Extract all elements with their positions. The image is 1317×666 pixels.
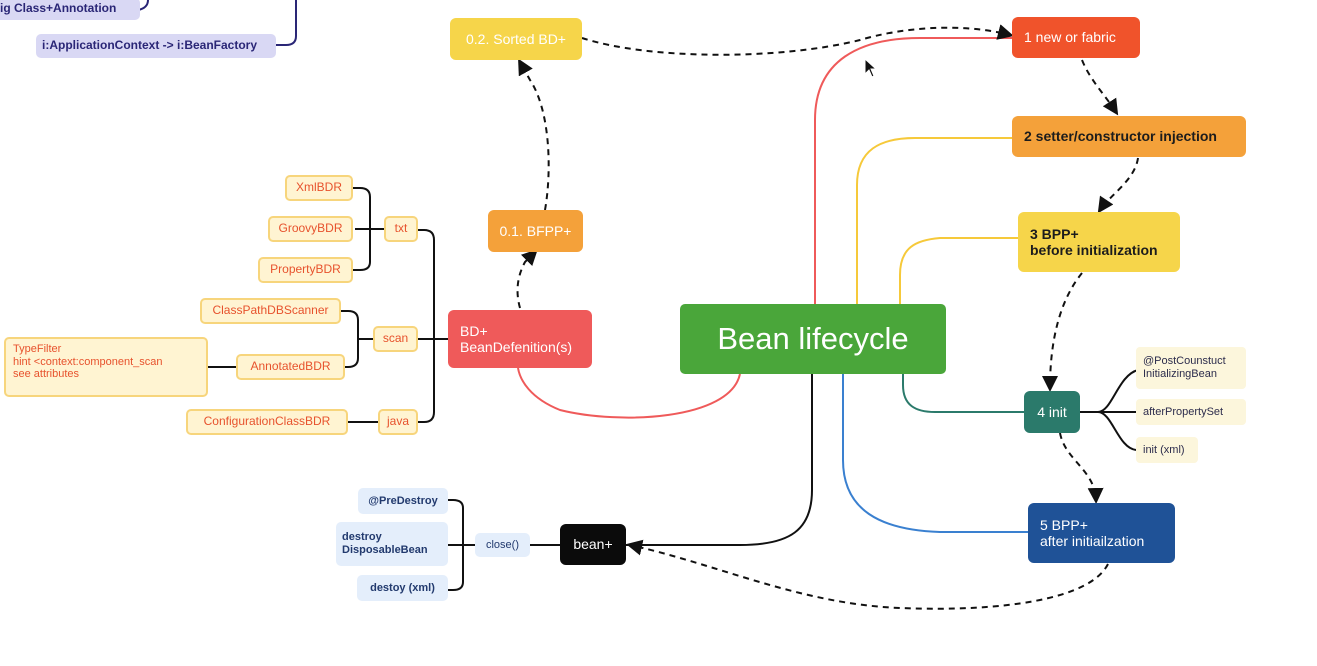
flow-s4-s5: [1059, 432, 1104, 504]
flow-s2-s3: [1097, 157, 1139, 214]
property-bdr-node[interactable]: PropertyBDR: [258, 257, 353, 283]
edge-center-s4: [902, 374, 1024, 413]
edge-center-s2: [856, 137, 1012, 304]
edge-center-s3: [899, 237, 1018, 304]
bracket-destroy: [448, 499, 560, 591]
step-5-bpp-after-node[interactable]: 5 BPP+ after initiailzation: [1028, 503, 1175, 563]
bracket-scan: [341, 310, 373, 368]
edge-center-s1: [814, 37, 1012, 304]
flow-s5-bean: [626, 539, 1109, 610]
init-xml-node[interactable]: init (xml): [1136, 437, 1198, 463]
flow-s3-s4: [1042, 272, 1083, 392]
flow-bd-bfpp: [516, 249, 538, 309]
destroy-xml-node[interactable]: destoy (xml): [357, 575, 448, 601]
configuration-class-bdr-node[interactable]: ConfigurationClassBDR: [186, 409, 348, 435]
post-construct-node[interactable]: @PostCounstuct InitializingBean: [1136, 347, 1246, 389]
close-node[interactable]: close(): [475, 533, 530, 557]
flow-s1-s2: [1081, 59, 1119, 116]
bean-definitions-node[interactable]: BD+ BeanDefenition(s): [448, 310, 592, 368]
application-context-node[interactable]: i:ApplicationContext -> i:BeanFactory: [36, 34, 276, 58]
mouse-cursor-icon: [864, 58, 878, 78]
xml-bdr-node[interactable]: XmlBDR: [285, 175, 353, 201]
classpath-scanner-node[interactable]: ClassPathDBScanner: [200, 298, 341, 324]
txt-node[interactable]: txt: [384, 216, 418, 242]
after-property-set-node[interactable]: afterPropertySet: [1136, 399, 1246, 425]
bracket-txt: [353, 187, 384, 271]
disposable-bean-node[interactable]: destroy DisposableBean: [336, 522, 448, 566]
edge-center-bd: [517, 367, 741, 419]
java-node[interactable]: java: [378, 409, 418, 435]
step-3-bpp-before-node[interactable]: 3 BPP+ before initialization: [1018, 212, 1180, 272]
annotated-bdr-node[interactable]: AnnotatedBDR: [236, 354, 345, 380]
class-annotation-node[interactable]: ig Class+Annotation: [0, 0, 140, 20]
bracket-init: [1080, 369, 1139, 451]
step-2-injection-node[interactable]: 2 setter/constructor injection: [1012, 116, 1246, 157]
scan-node[interactable]: scan: [373, 326, 418, 352]
sorted-bd-node[interactable]: 0.2. Sorted BD+: [450, 18, 582, 60]
step-1-new-node[interactable]: 1 new or fabric: [1012, 17, 1140, 58]
edge-center-s5: [842, 374, 1028, 533]
bfpp-node[interactable]: 0.1. BFPP+: [488, 210, 583, 252]
top-left-bracket: [276, 0, 297, 46]
bracket-bd: [418, 229, 448, 423]
flow-bfpp-sorted: [518, 58, 550, 211]
pre-destroy-node[interactable]: @PreDestroy: [358, 488, 448, 514]
edge-center-bean: [626, 374, 813, 546]
step-4-init-node[interactable]: 4 init: [1024, 391, 1080, 433]
center-node-bean-lifecycle[interactable]: Bean lifecycle: [680, 304, 946, 374]
type-filter-node[interactable]: TypeFilter hint <context:component_scan …: [4, 337, 208, 397]
bean-node[interactable]: bean+: [560, 524, 626, 565]
flow-sorted-s1: [581, 24, 1014, 56]
groovy-bdr-node[interactable]: GroovyBDR: [268, 216, 353, 242]
